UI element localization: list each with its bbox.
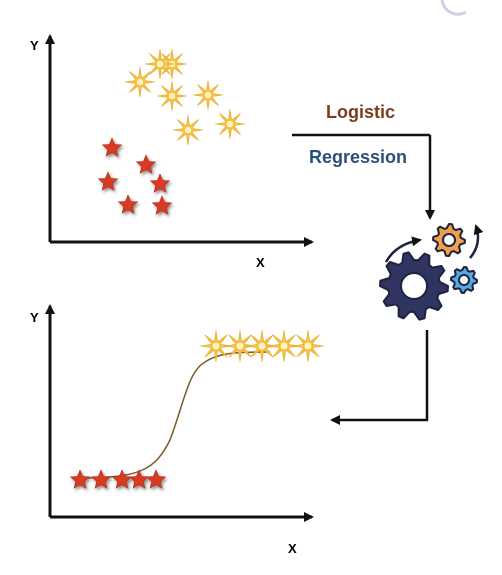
red-star [111,469,133,489]
bottom-red-stars [69,469,167,489]
yellow-star-core [184,126,192,134]
yellow-star-core [258,342,266,350]
top-yellow-stars [124,48,246,146]
red-star [69,469,91,489]
yellow-star-core [156,60,164,68]
red-star [135,154,157,174]
gears-icon [379,223,484,321]
rotation-arrow [469,224,484,259]
bottom-x-axis-label: X [288,541,297,556]
yellow-star-core [212,342,220,350]
red-star [117,194,139,214]
yellow-star-core [304,342,312,350]
red-star [151,195,173,215]
bottom-y-axis-label: Y [30,310,39,325]
sigmoid-curve [79,351,271,479]
yellow-star-core [204,91,212,99]
decorative-arc [440,0,467,16]
top-y-axis-label: Y [30,38,39,53]
large-gear [379,251,449,321]
red-star [90,469,112,489]
yellow-star-core [280,342,288,350]
red-star [145,469,167,489]
arrow-to-bottom-plot [330,330,429,425]
yellow-star-core [226,120,234,128]
top-x-axis-label: X [256,255,265,270]
red-star [101,137,123,157]
top-red-stars [97,137,173,215]
orange-gear [432,223,466,257]
bottom-sigmoid-plot: Y X [30,304,325,556]
blue-gear [450,266,478,294]
rotation-arrow [384,236,422,263]
red-star [149,173,171,193]
title-logistic: Logistic [326,102,395,122]
yellow-star-core [136,78,144,86]
title-regression: Regression [309,147,407,167]
yellow-star-core [168,92,176,100]
bottom-yellow-stars [199,329,325,363]
red-star [97,171,119,191]
top-scatter-plot: Y X [30,34,314,270]
yellow-star-core [236,342,244,350]
